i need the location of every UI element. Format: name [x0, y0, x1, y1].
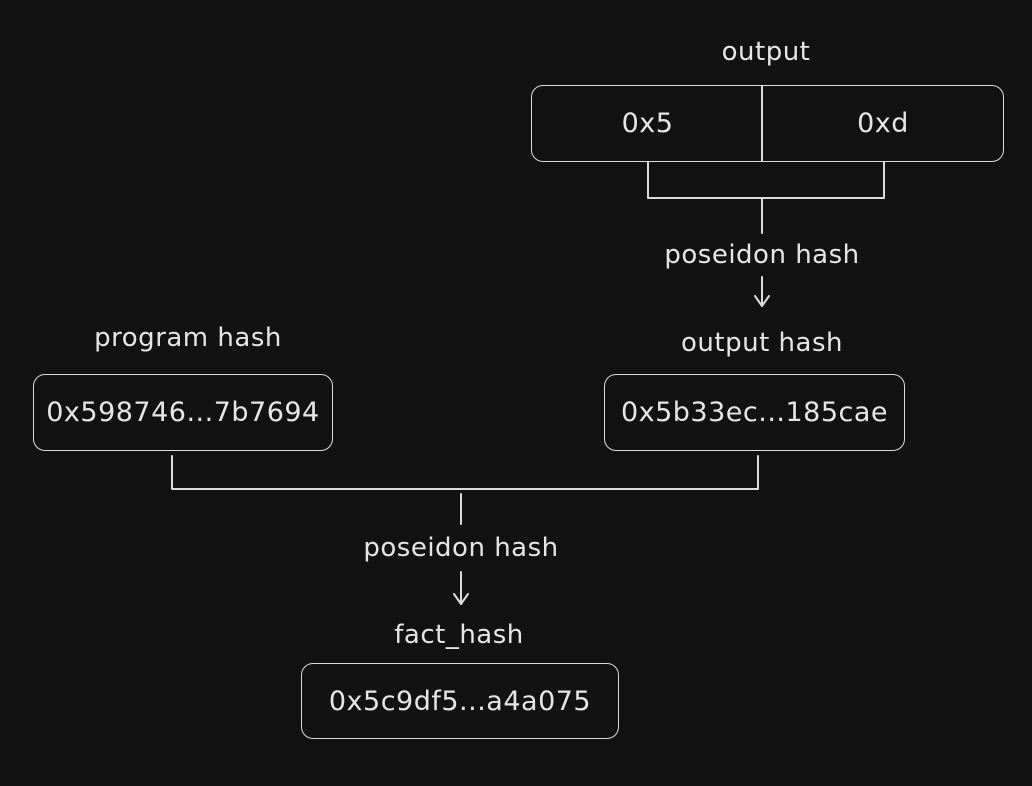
- output-cell-0: 0x5: [621, 108, 674, 139]
- combine-bracket: [171, 455, 759, 490]
- output-title: output: [721, 37, 811, 67]
- output-hash-label: output hash: [681, 328, 843, 358]
- program-hash-box: 0x598746...7b7694: [33, 374, 333, 451]
- program-hash-label: program hash: [94, 323, 282, 353]
- output-bracket: [647, 161, 885, 199]
- fact-hash-arrowhead: [453, 593, 469, 605]
- fact-hash-box: 0x5c9df5...a4a075: [301, 663, 619, 739]
- fact-poseidon-label: poseidon hash: [363, 533, 559, 563]
- output-poseidon-label: poseidon hash: [664, 240, 860, 270]
- output-array-box: 0x5 0xd: [531, 85, 1004, 162]
- fact-hash-label: fact_hash: [394, 620, 524, 650]
- output-cell-1: 0xd: [857, 108, 909, 139]
- output-hash-box: 0x5b33ec...185cae: [604, 374, 905, 451]
- output-hash-arrowhead: [754, 295, 770, 307]
